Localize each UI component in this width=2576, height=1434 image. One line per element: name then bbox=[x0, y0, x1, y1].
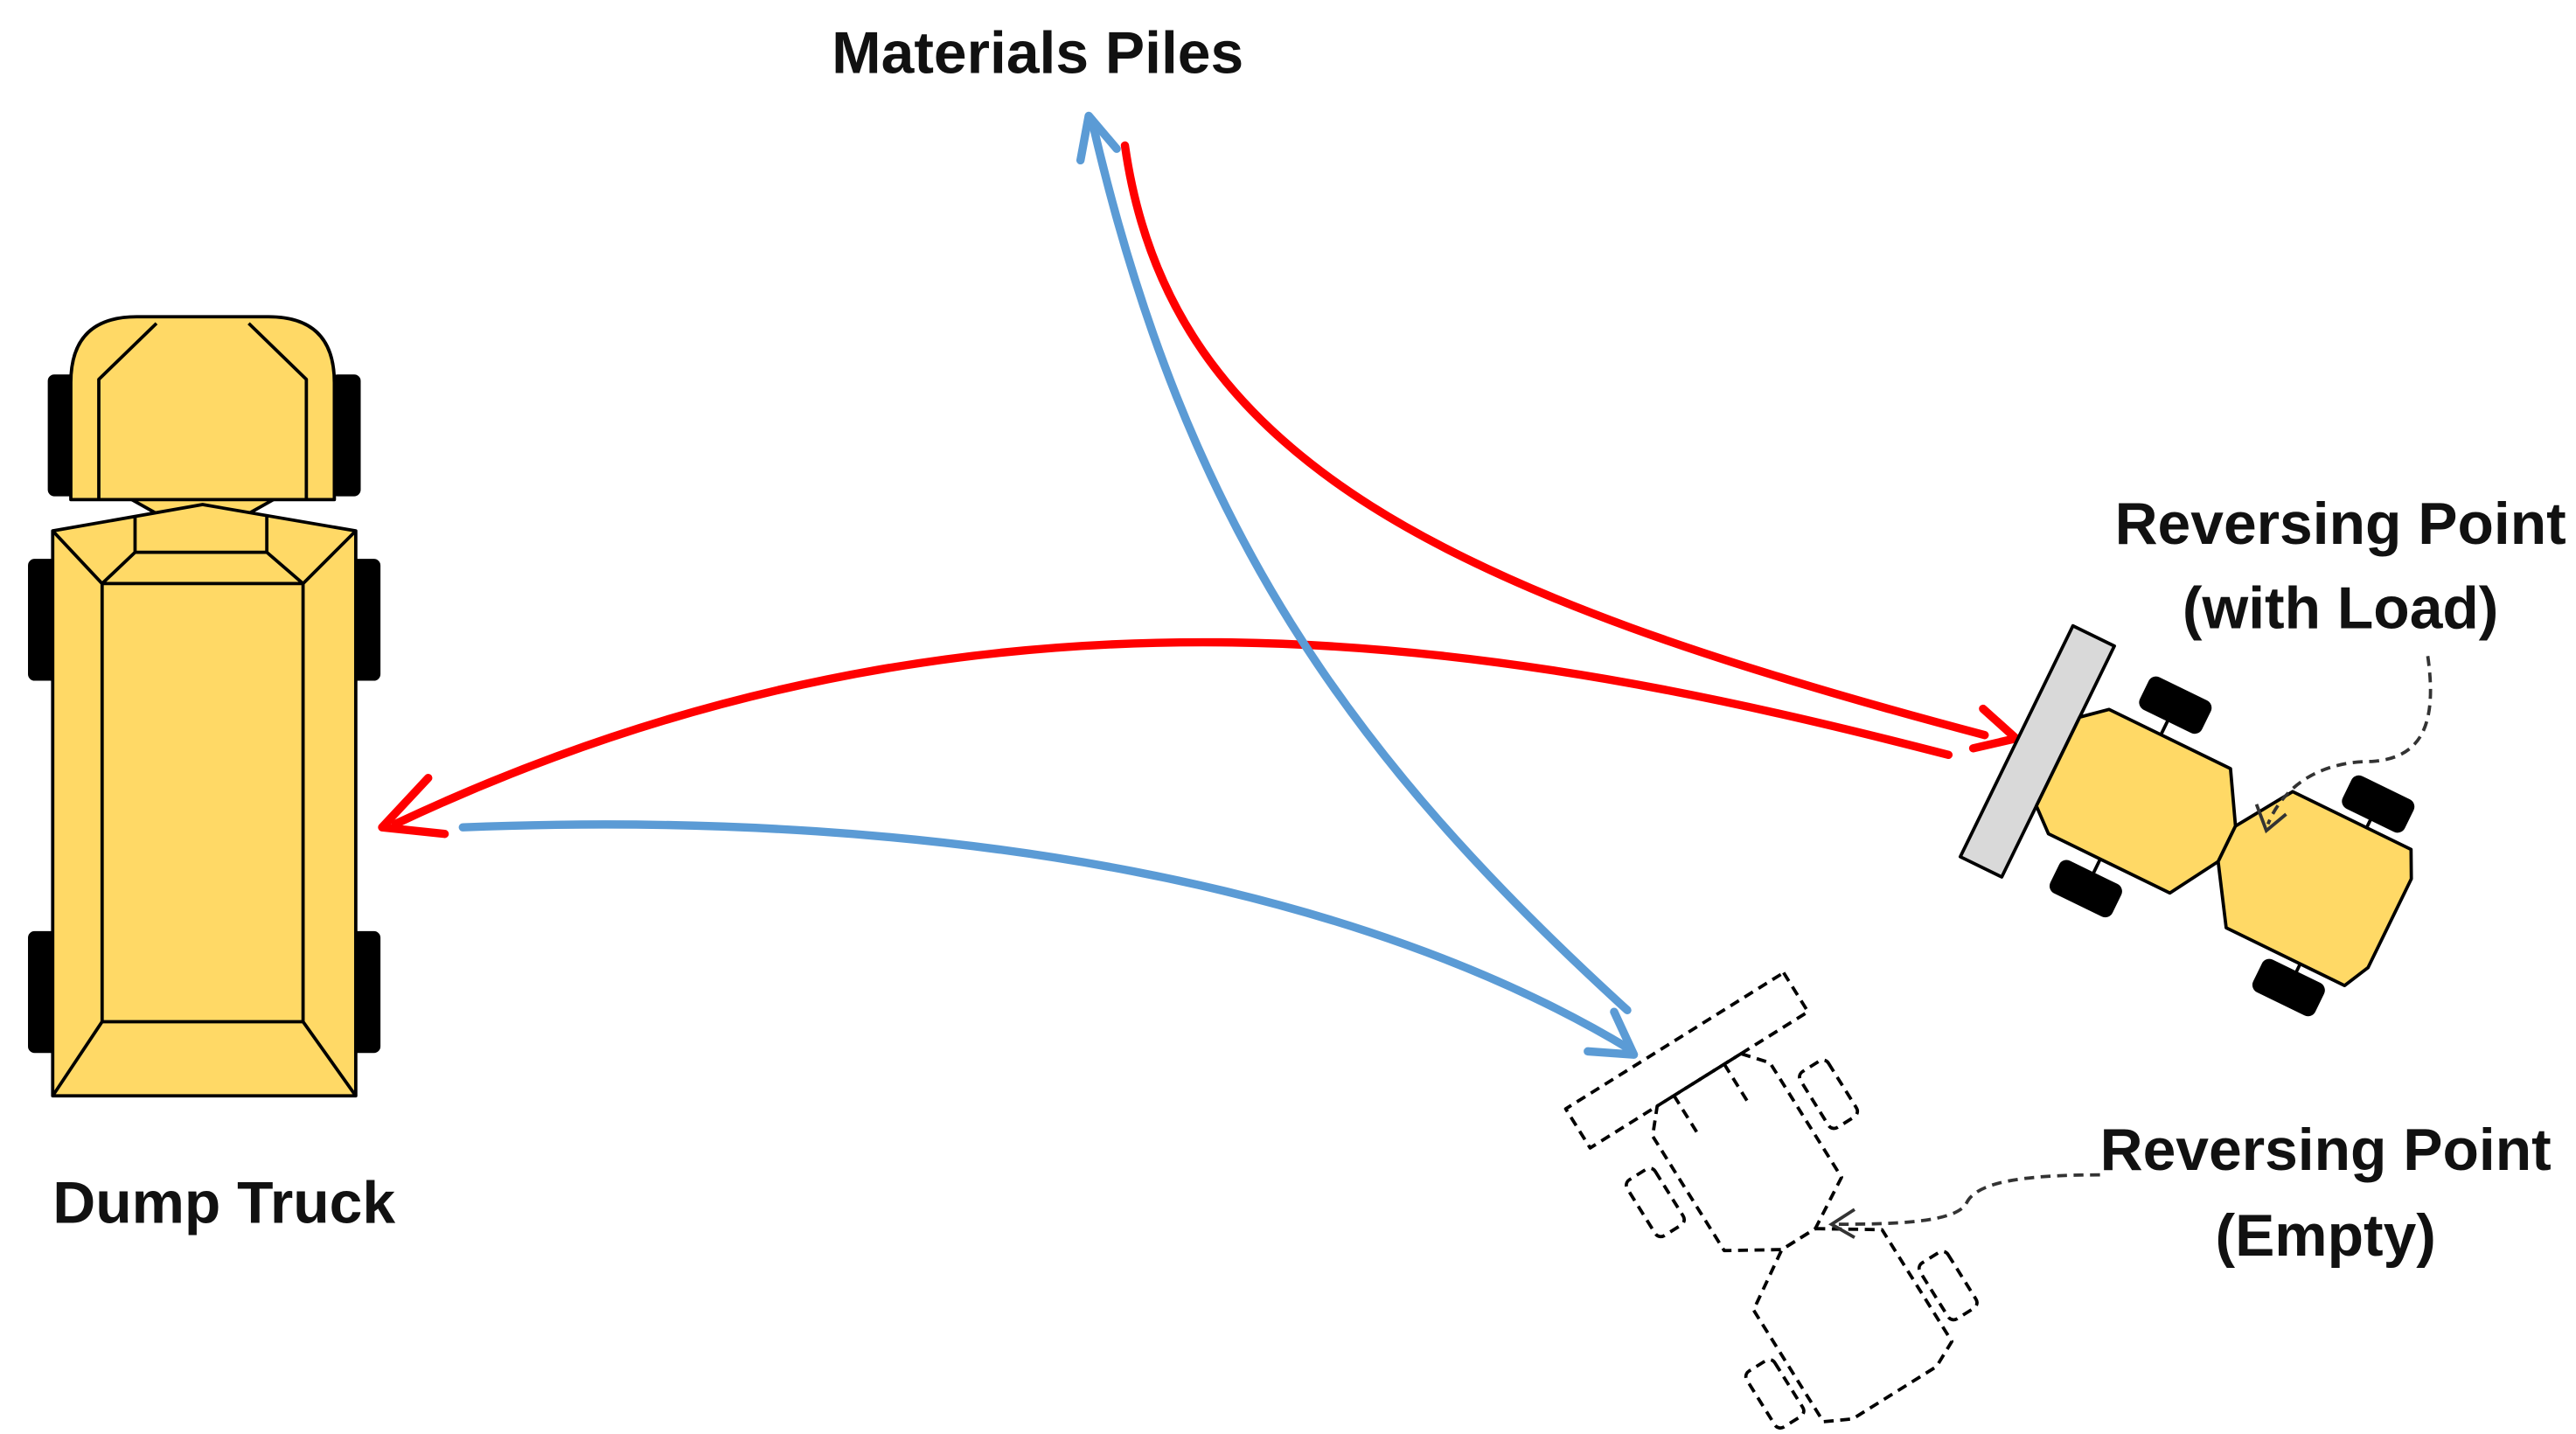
leader-empty-reversing bbox=[1833, 1173, 2100, 1227]
materials-piles-label: Materials Piles bbox=[832, 20, 1243, 86]
loaded-path-piles-to-reversing bbox=[1120, 141, 1989, 740]
leader-arrowhead-loaded bbox=[2254, 804, 2287, 834]
loaded-path-reversing-to-truck bbox=[391, 637, 1953, 829]
wheel-loader-icon bbox=[1958, 623, 2415, 1017]
empty-path-truck-to-reversing bbox=[458, 820, 1635, 1055]
arrowhead-empty-reversing bbox=[1584, 1007, 1639, 1059]
dump-truck-label: Dump Truck bbox=[52, 1170, 395, 1236]
reversing-empty-label-line1: Reversing Point bbox=[2100, 1117, 2552, 1183]
empty-path-reversing-to-piles bbox=[1088, 116, 1632, 1014]
reversing-loaded-label-line1: Reversing Point bbox=[2115, 491, 2566, 557]
leader-arrowhead-empty bbox=[1828, 1208, 1855, 1239]
leader-loaded-reversing bbox=[2266, 656, 2433, 825]
arrowhead-loaded-reversing bbox=[1968, 704, 2021, 753]
arrowhead-dump-truck bbox=[378, 773, 449, 839]
dump-truck-icon bbox=[28, 315, 381, 1098]
reversing-empty-label-line2: (Empty) bbox=[2216, 1203, 2436, 1269]
reversing-loaded-label-line2: (with Load) bbox=[2183, 575, 2499, 641]
arrowhead-materials-piles bbox=[1076, 111, 1121, 165]
